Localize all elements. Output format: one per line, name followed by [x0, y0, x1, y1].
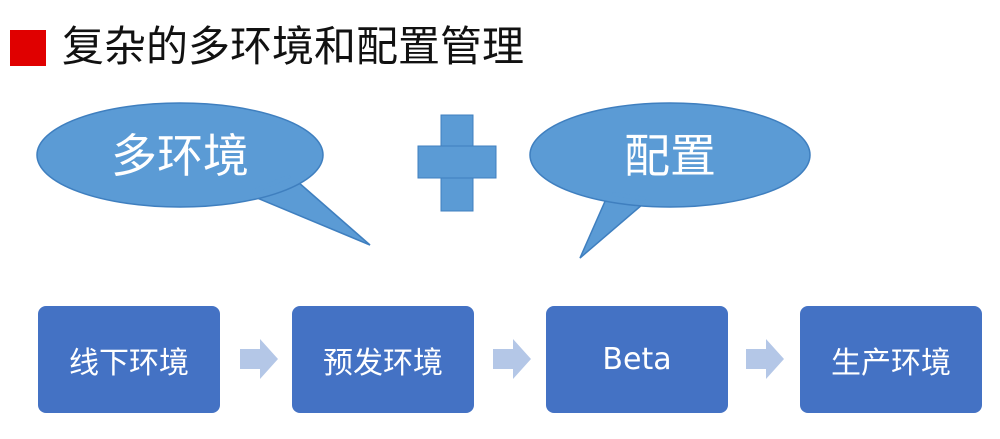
plus-icon [417, 114, 497, 212]
flow-arrow-1-icon [240, 339, 278, 379]
flow-box-production-label: 生产环境 [831, 345, 951, 381]
speech-bubble-multi-env-text: 多环境 [111, 129, 249, 183]
flow-box-production: 生产环境 [800, 306, 982, 413]
flow-box-staging-label: 预发环境 [323, 345, 443, 381]
flow-box-offline: 线下环境 [38, 306, 220, 413]
flow-arrow-3-icon [746, 339, 784, 379]
flow-box-staging: 预发环境 [292, 306, 474, 413]
speech-bubble-config-body [529, 102, 811, 208]
speech-bubble-multi-env: 多环境 [36, 102, 371, 246]
title-marker-square [10, 30, 46, 66]
flow-box-beta-label: Beta [602, 342, 672, 377]
flow-arrow-2-icon [493, 339, 531, 379]
speech-bubble-config-text: 配置 [624, 129, 716, 183]
flow-box-offline-label: 线下环境 [69, 345, 189, 381]
speech-bubble-multi-env-body [36, 102, 324, 208]
flow-box-beta: Beta [546, 306, 728, 413]
slide-title: 复杂的多环境和配置管理 [62, 22, 525, 71]
speech-bubble-config: 配置 [529, 102, 811, 259]
